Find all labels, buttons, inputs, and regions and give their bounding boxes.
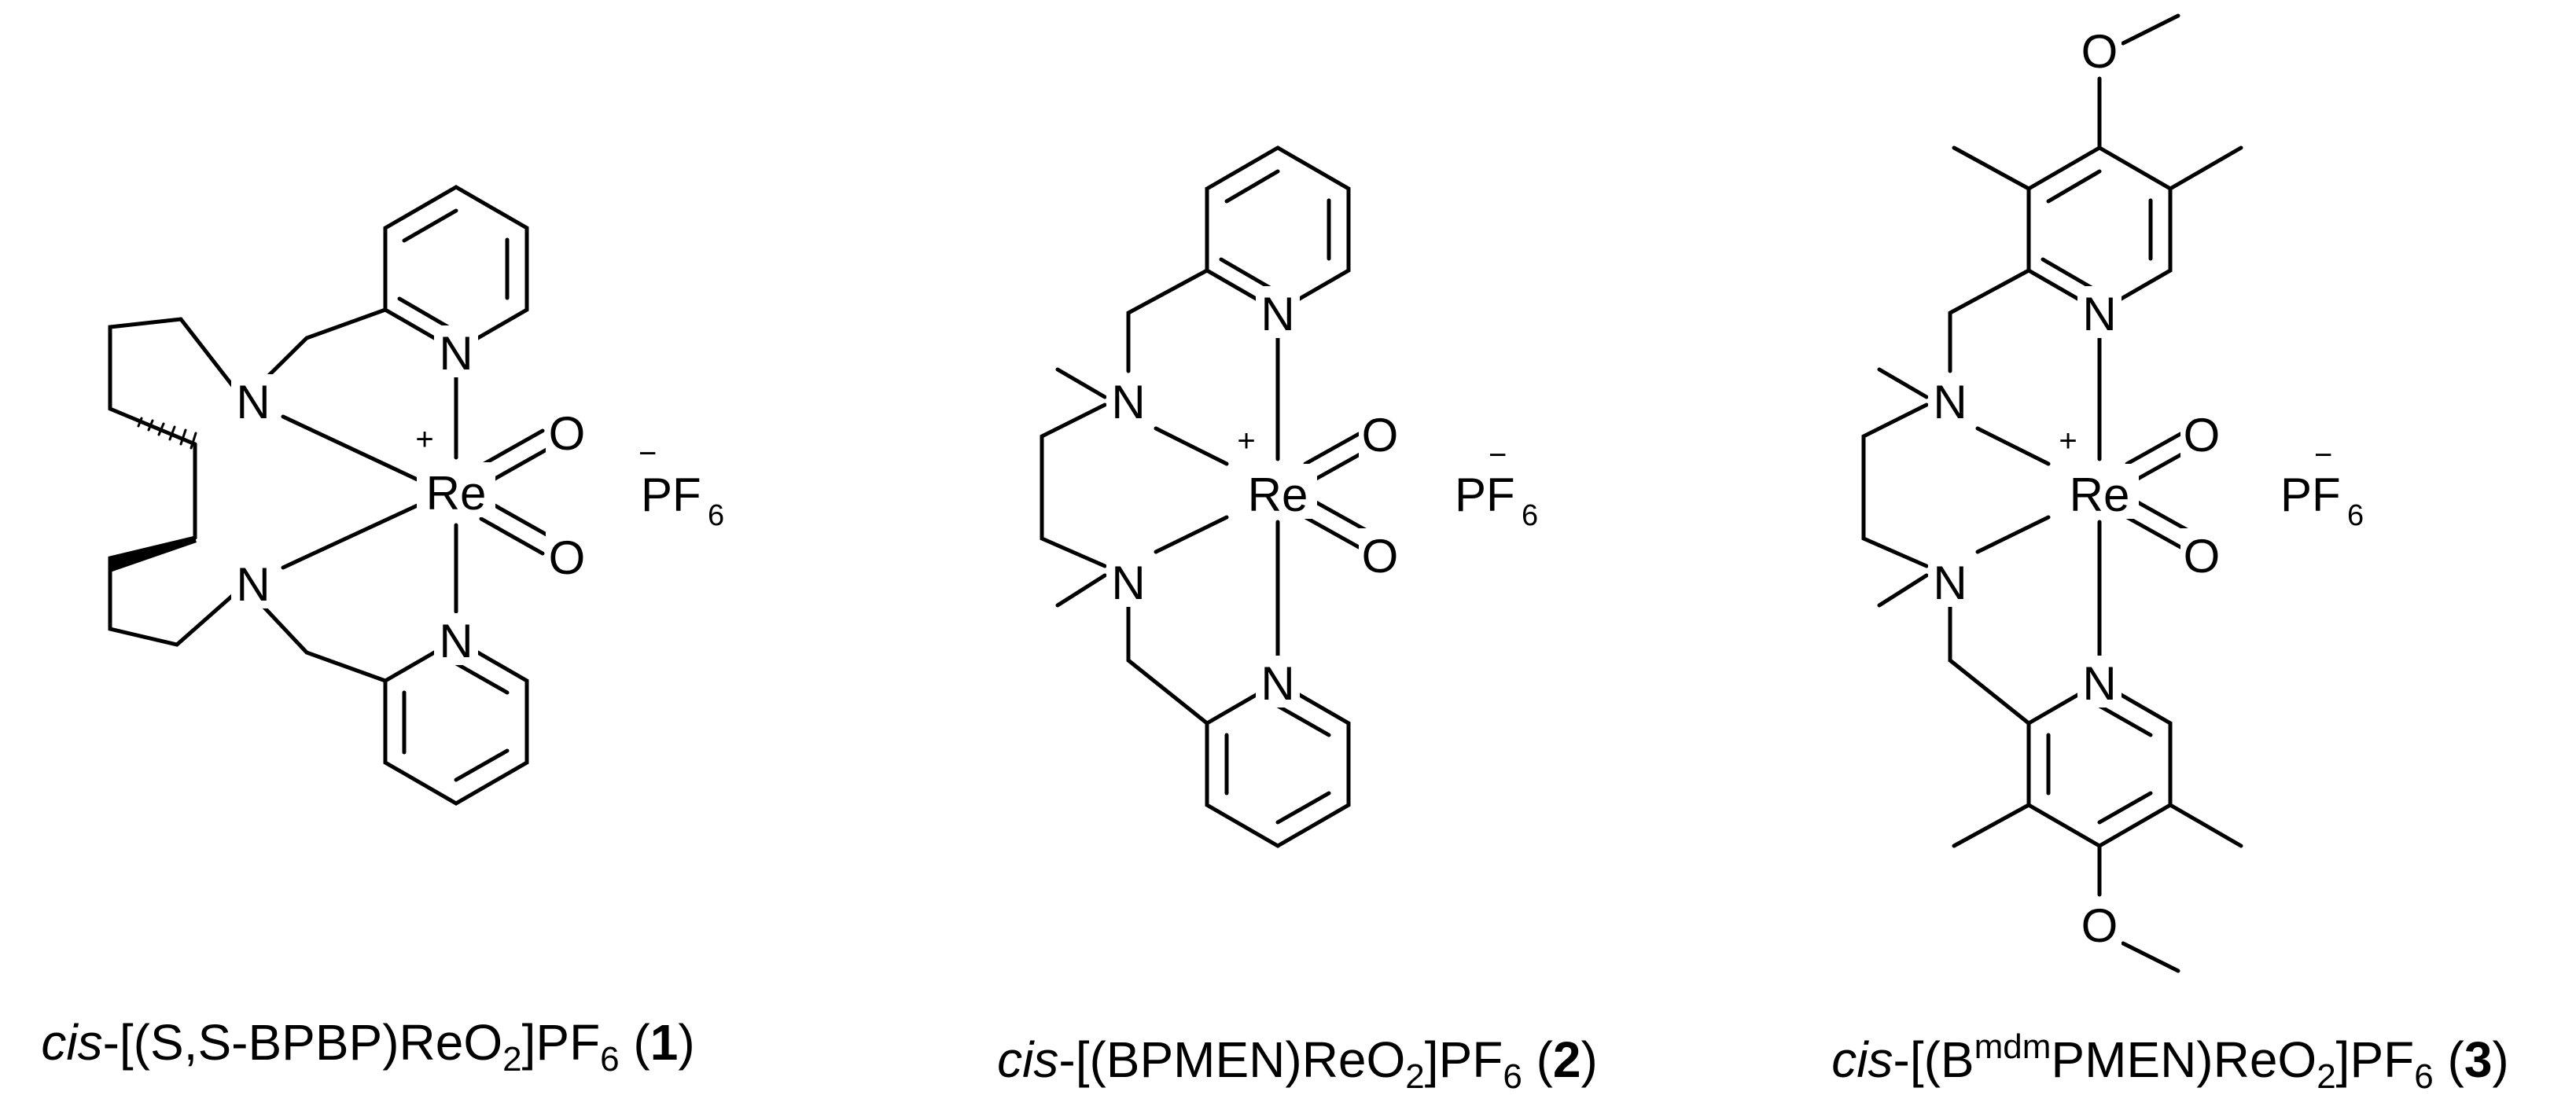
o1-label: O: [549, 407, 586, 460]
minus-sign: −: [1489, 438, 1507, 472]
pf-label: PF: [641, 469, 701, 521]
pf-label: PF: [2280, 469, 2341, 521]
ob-label: O: [2081, 899, 2118, 952]
counterion-3: PF − 6: [2280, 438, 2364, 532]
pf-subscript: 6: [708, 499, 724, 532]
oa-label: O: [2081, 25, 2118, 78]
pf-subscript: 6: [1522, 499, 1538, 532]
n3-label: N: [439, 327, 473, 380]
o2-label: O: [1362, 530, 1399, 583]
pf-subscript: 6: [2347, 499, 2364, 532]
n3-label: N: [1260, 288, 1294, 340]
n1-label: N: [1933, 376, 1967, 428]
caption-1: cis-[(S,S-BPBP)ReO2]PF6 (1): [41, 1014, 694, 1079]
re-label: Re: [426, 467, 487, 520]
re-label: Re: [1248, 469, 1308, 521]
n2-label: N: [1933, 557, 1967, 609]
compound-3-structure: O O N N N N Re + O O PF − 6: [1861, 13, 2364, 973]
n4-label: N: [1260, 657, 1294, 710]
n4-label: N: [2082, 657, 2116, 710]
o1-label: O: [2184, 409, 2221, 461]
caption-2: cis-[(BPMEN)ReO2]PF6 (2): [997, 1031, 1598, 1096]
counterion-1: − PF 6: [638, 436, 724, 532]
counterion-2: PF − 6: [1455, 438, 1538, 532]
re-label: Re: [2070, 469, 2130, 521]
minus-sign: −: [2314, 438, 2332, 472]
n2-label: N: [1111, 557, 1145, 609]
n1-label: N: [236, 376, 270, 428]
hash-wedge: [137, 417, 197, 450]
o1-label: O: [1362, 409, 1399, 461]
n1-label: N: [1111, 376, 1145, 428]
n3-label: N: [2082, 288, 2116, 340]
o2-label: O: [549, 531, 586, 584]
compound-1-structure: N N N N Re + O O − PF 6: [108, 185, 724, 806]
n2-label: N: [236, 558, 270, 611]
charge-plus: +: [2059, 424, 2077, 458]
pf-label: PF: [1455, 469, 1515, 521]
o2-label: O: [2184, 530, 2221, 583]
n4-label: N: [439, 615, 473, 667]
minus-sign: −: [638, 436, 657, 471]
charge-plus: +: [1237, 424, 1255, 458]
solid-wedge: [110, 538, 197, 572]
compound-2-structure: N N N N Re + O O PF − 6: [1040, 145, 1538, 848]
charge-plus: +: [415, 422, 433, 457]
caption-3: cis-[(BmdmPMEN)ReO2]PF6 (3): [1831, 1027, 2508, 1096]
